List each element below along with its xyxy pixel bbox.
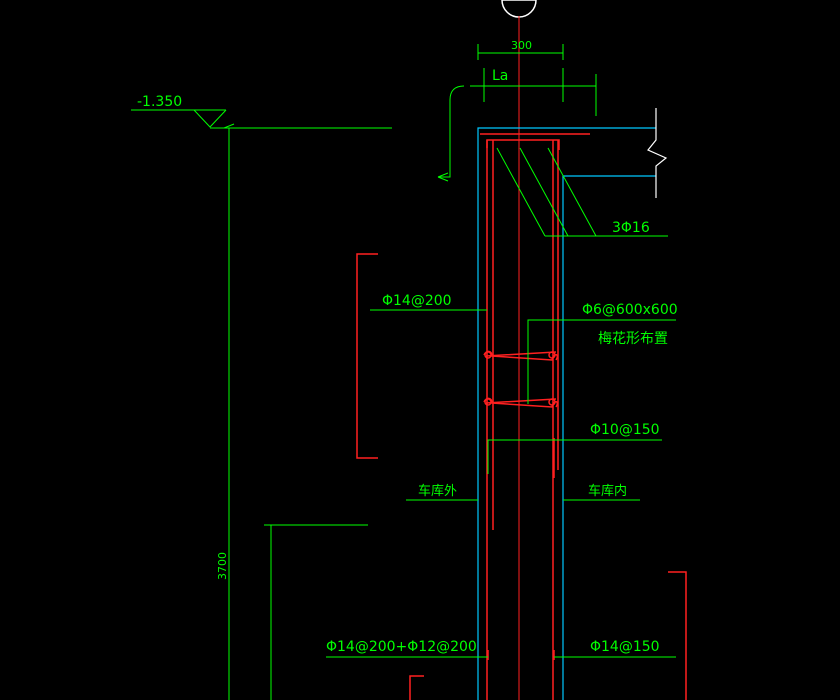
dim-la-label: La	[492, 68, 508, 84]
top-bars-label: 3Φ16	[612, 220, 650, 236]
bottom-inner-label: Φ14@150	[590, 639, 660, 655]
dim-3700-label: 3700	[216, 552, 229, 580]
horiz-bar-label: Φ10@150	[590, 422, 660, 438]
elevation-label: -1.350	[137, 94, 182, 110]
bottom-outer-label: Φ14@200+Φ12@200	[326, 639, 477, 655]
inside-label: 车库内	[588, 483, 627, 499]
outside-label: 车库外	[418, 483, 457, 499]
annotation-lines	[131, 44, 676, 700]
break-line	[647, 108, 668, 198]
tie-bars-label: Φ6@600x600	[582, 302, 678, 318]
vert-bar-outer-label: Φ14@200	[382, 293, 452, 309]
rebar-group	[356, 133, 687, 700]
axis-bubble	[501, 0, 537, 18]
wall-outline	[477, 127, 656, 700]
dim-300-label: 300	[511, 39, 532, 52]
tie-note-label: 梅花形布置	[598, 331, 668, 347]
